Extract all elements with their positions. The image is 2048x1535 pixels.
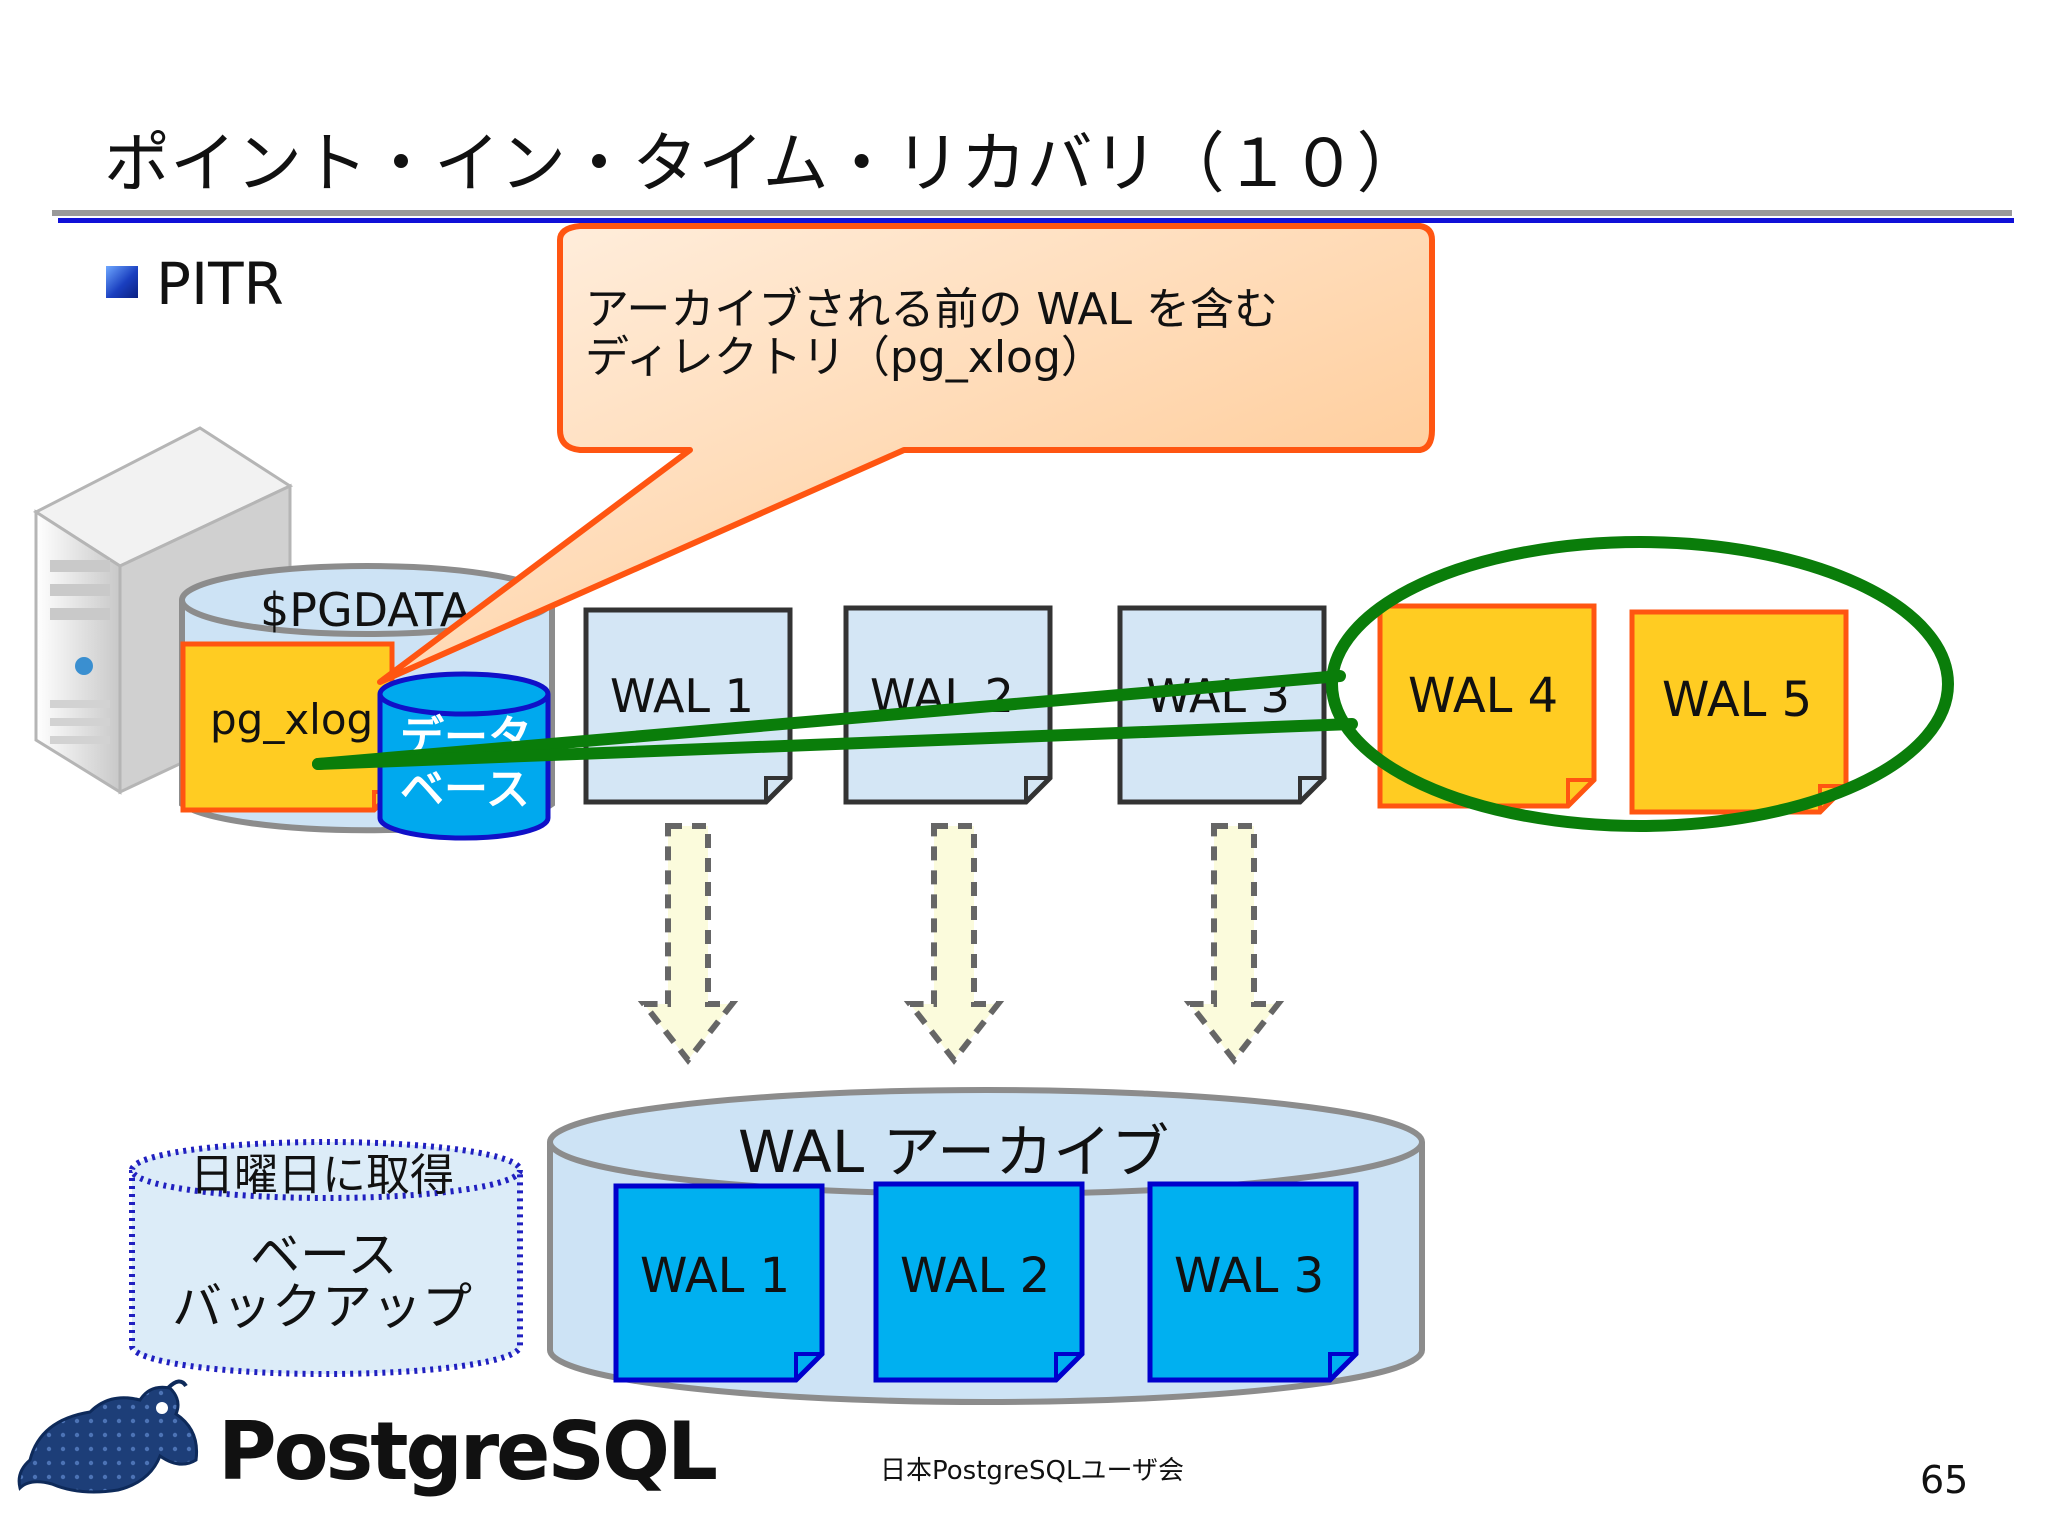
archived-wal-1-label: WAL 1 — [640, 1248, 790, 1304]
callout-line-2: ディレクトリ（pg_xlog） — [585, 332, 1105, 383]
callout-balloon — [377, 223, 1435, 685]
archived-wal-3-label: WAL 3 — [1174, 1248, 1324, 1304]
wal-file-1-label: WAL 1 — [610, 669, 754, 723]
server-icon — [32, 426, 294, 795]
base-backup-top-label: 日曜日に取得 — [190, 1150, 454, 1201]
archive-arrow-2 — [903, 823, 1005, 1065]
pgdata-label: $PGDATA — [260, 583, 472, 637]
archived-wal-file-3: WAL 3 — [1147, 1181, 1359, 1383]
base-backup-label-2: バックアップ — [172, 1278, 472, 1336]
wal-file-3: WAL 3 — [1117, 605, 1327, 805]
bullet-square-icon — [106, 266, 138, 298]
postgresql-elephant-icon — [17, 1379, 199, 1494]
archived-wal-file-1: WAL 1 — [613, 1183, 825, 1383]
base-backup-cylinder: 日曜日に取得 ベース バックアップ — [129, 1139, 523, 1377]
callout-line-1: アーカイブされる前の WAL を含む — [585, 284, 1279, 335]
title-rule-blue — [58, 218, 2014, 223]
wal-file-4-label: WAL 4 — [1408, 668, 1558, 724]
slide-title: ポイント・イン・タイム・リカバリ（１０） — [104, 125, 1423, 202]
base-backup-label-1: ベース — [250, 1226, 398, 1284]
wal-file-5-label: WAL 5 — [1662, 672, 1812, 728]
wal-file-4: WAL 4 — [1377, 603, 1597, 809]
archive-arrow-1 — [637, 823, 739, 1065]
pg-xlog-box: pg_xlog — [180, 641, 395, 813]
title-rule-gray — [52, 210, 2012, 216]
archived-wal-file-2: WAL 2 — [873, 1181, 1085, 1383]
page-number: 65 — [1920, 1458, 1969, 1502]
postgresql-logo-text: PostgreSQL — [218, 1405, 718, 1498]
archive-arrow-3 — [1183, 823, 1285, 1065]
wal-file-1: WAL 1 — [583, 607, 793, 805]
unarchived-highlight — [312, 536, 1954, 832]
pg-xlog-label: pg_xlog — [210, 695, 373, 744]
database-label-2: ベース — [400, 764, 530, 815]
wal-archive-label: WAL アーカイブ — [738, 1118, 1169, 1186]
archived-wal-2-label: WAL 2 — [900, 1248, 1050, 1304]
footer-organization: 日本PostgreSQLユーザ会 — [880, 1456, 1184, 1486]
callout-text: アーカイブされる前の WAL を含む ディレクトリ（pg_xlog） — [585, 286, 1278, 382]
wal-file-5: WAL 5 — [1629, 609, 1849, 815]
bullet-pitr: PITR — [156, 250, 284, 318]
